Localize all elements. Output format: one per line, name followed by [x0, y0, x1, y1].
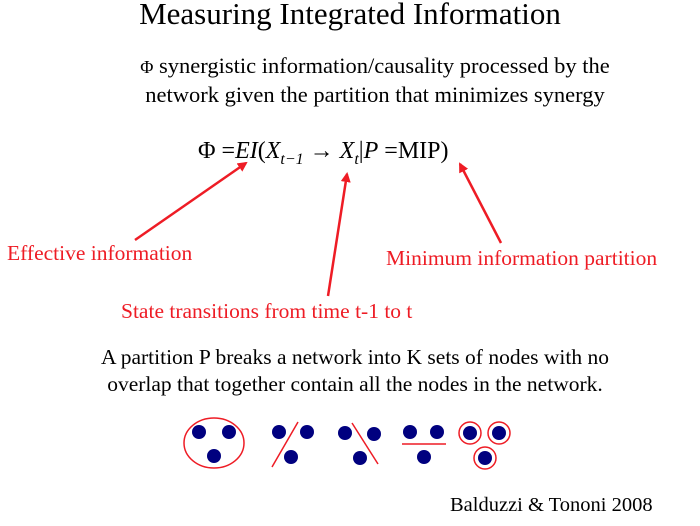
formula-phi: Φ: [198, 138, 216, 164]
partition-boundary: [183, 417, 245, 469]
network-node: [284, 450, 298, 464]
partition-example-3: [338, 422, 381, 465]
annotation-state-transitions: State transitions from time t-1 to t: [121, 299, 413, 323]
partition-example-5: [458, 421, 511, 470]
phi-definition-text-1: synergistic information/causality proces…: [159, 53, 610, 78]
network-node: [272, 425, 286, 439]
formula-mip: MIP: [397, 138, 441, 164]
phi-definition: Φ synergistic information/causality proc…: [70, 52, 680, 109]
formula-close-paren: ): [440, 138, 449, 164]
network-node: [492, 426, 506, 440]
phi-formula: Φ =EI(Xt−1 → Xt|P =MIP): [198, 138, 449, 168]
partition-boundary: [458, 421, 482, 445]
network-node: [403, 425, 417, 439]
formula-equals: =: [221, 138, 236, 164]
formula-x-current: X: [339, 138, 355, 164]
formula-x-current-subscript: t: [354, 151, 359, 168]
partition-cut-line: [271, 421, 299, 468]
formula-arrow: →: [309, 138, 334, 164]
formula-given-bar: |: [358, 138, 364, 164]
formula-partition: P: [363, 138, 379, 164]
network-node: [417, 450, 431, 464]
network-node: [367, 427, 381, 441]
network-node: [192, 425, 206, 439]
formula-x-prev-subscript: t−1: [280, 151, 304, 168]
slide-title: Measuring Integrated Information: [139, 0, 561, 31]
network-node: [222, 425, 236, 439]
arrow-effective-information: [134, 161, 248, 242]
citation: Balduzzi & Tononi 2008: [450, 494, 653, 516]
network-node: [338, 426, 352, 440]
partition-description-line-2: overlap that together contain all the no…: [107, 372, 603, 396]
partition-example-1: [183, 417, 245, 469]
annotation-effective-information: Effective information: [7, 241, 193, 265]
formula-open-paren: (: [257, 138, 266, 164]
phi-symbol: Φ: [140, 57, 154, 77]
partition-example-4: [402, 425, 446, 464]
annotation-minimum-information-partition: Minimum information partition: [386, 246, 658, 270]
partition-example-2: [271, 421, 314, 468]
network-node: [463, 426, 477, 440]
phi-definition-line-1: Φ synergistic information/causality proc…: [70, 52, 680, 81]
arrow-minimum-information-partition: [458, 162, 503, 244]
network-node: [430, 425, 444, 439]
network-node: [300, 425, 314, 439]
partition-boundary: [487, 421, 511, 445]
arrow-state-transitions: [326, 172, 351, 297]
phi-definition-text-2: network given the partition that minimiz…: [145, 82, 605, 107]
network-node: [207, 449, 221, 463]
network-node: [353, 451, 367, 465]
partition-description-line-1: A partition P breaks a network into K se…: [101, 345, 609, 369]
partition-boundary: [473, 446, 497, 470]
network-node: [478, 451, 492, 465]
partition-cut-line: [351, 422, 379, 465]
formula-ei: EI: [235, 138, 258, 164]
partition-description: A partition P breaks a network into K se…: [40, 344, 670, 398]
formula-x-prev: X: [265, 138, 281, 164]
formula-equals-2: =: [384, 138, 398, 164]
